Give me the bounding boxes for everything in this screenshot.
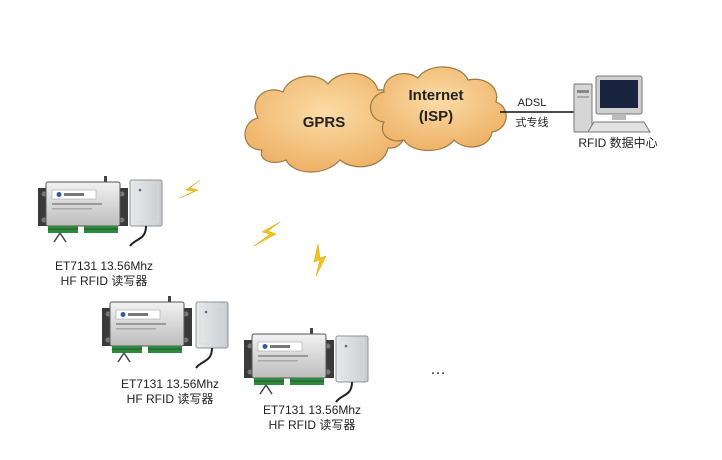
rfid-antenna-2: [195, 301, 229, 369]
wireless-bolt-icon: [253, 221, 281, 247]
rfid-reader-3: ET7131 13.56Mhz HF RFID 读写器: [243, 327, 369, 432]
reader-3-model: ET7131 13.56Mhz: [263, 403, 361, 417]
data-center-label: RFID 数据中心: [578, 135, 657, 150]
reader-2-type: HF RFID 读写器: [127, 392, 214, 406]
gprs-label: GPRS: [303, 114, 346, 131]
rfid-antenna-3: [335, 335, 369, 403]
rfid-antenna-1: [129, 179, 163, 247]
reader-2-model: ET7131 13.56Mhz: [121, 377, 219, 391]
internet-label: Internet: [408, 87, 463, 104]
rfid-reader-1: ET7131 13.56Mhz HF RFID 读写器: [37, 175, 163, 288]
computer-icon: [573, 75, 651, 133]
wireless-bolt-icon: [179, 179, 201, 199]
isp-label: (ISP): [419, 108, 453, 125]
dedicated-line-label: 式专线: [516, 115, 549, 129]
adsl-link: ADSL 式专线: [500, 97, 578, 129]
internet-cloud: Internet (ISP): [369, 66, 507, 151]
reader-1-model: ET7131 13.56Mhz: [55, 259, 153, 273]
rfid-reader-2: ET7131 13.56Mhz HF RFID 读写器: [101, 295, 229, 406]
gprs-cloud: GPRS: [244, 72, 406, 173]
more-readers-ellipsis: …: [430, 361, 446, 378]
reader-3-type: HF RFID 读写器: [269, 418, 356, 432]
wireless-bolt-icon: [313, 243, 327, 277]
adsl-label: ADSL: [518, 97, 547, 109]
reader-1-type: HF RFID 读写器: [61, 274, 148, 288]
